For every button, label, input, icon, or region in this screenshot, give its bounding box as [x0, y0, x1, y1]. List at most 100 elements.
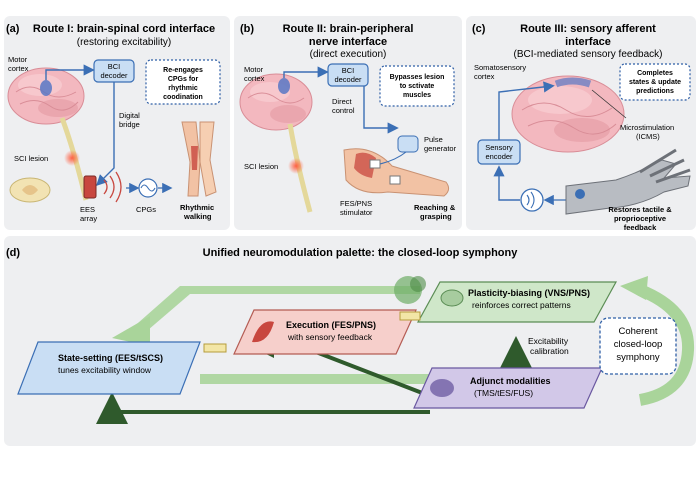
note-box-c [619, 63, 691, 101]
adjunct-title: Adjunct modalities [470, 376, 551, 386]
signal-wave-icon [103, 171, 122, 203]
label-motor-cortex-b: Motor [244, 65, 264, 74]
plasticity-subtitle: reinforces correct patterns [472, 300, 571, 310]
note-c-line-2: states & update [629, 79, 681, 86]
label-pulse-generator: Pulse [424, 135, 443, 144]
label-sci-lesion-a: SCI lesion [14, 154, 48, 163]
label-restores-3: feedback [624, 223, 657, 232]
digital-bridge-connector [96, 82, 115, 186]
label-reaching-2: grasping [420, 212, 452, 221]
label-cpgs: CPGs [136, 205, 156, 214]
brain-illustration-c [511, 75, 625, 153]
panel-d: (d) Unified neuromodulation palette: the… [4, 236, 696, 446]
label-excitability-calibration-2: calibration [530, 346, 569, 356]
note-a-line-3: rhythmic [168, 85, 198, 92]
label-pulse-generator-2: generator [424, 144, 457, 153]
somatosensory-highlight [554, 77, 592, 88]
panel-c-title: Route III: sensory afferent [520, 23, 656, 35]
panel-d-title: Unified neuromodulation palette: the clo… [203, 247, 519, 259]
note-b-line-2: to sctivate [400, 83, 435, 90]
panel-b-subtitle: (direct execution) [310, 49, 387, 60]
panel-c-title-2: interface [565, 36, 611, 48]
panel-a-subtitle: (restoring excitability) [77, 37, 171, 48]
panel-b-title-2: nerve interface [309, 36, 387, 48]
label-sci-lesion-b: SCI lesion [244, 162, 278, 171]
label-excitability-calibration: Excitability [528, 336, 569, 346]
adjunct-subtitle: (TMS/tES/FUS) [474, 388, 533, 398]
label-digital-bridge: Digital [119, 111, 140, 120]
symphony-line-3: symphony [616, 352, 660, 363]
tactile-sensor-dot [575, 189, 585, 199]
panel-c: (c) Route III: sensory afferent interfac… [466, 16, 696, 232]
label-icms-2: (ICMS) [636, 132, 660, 141]
panel-b-letter: (b) [240, 23, 254, 35]
execution-block [233, 309, 417, 355]
bci-decoder-label-a-2: decoder [100, 71, 128, 80]
note-box-a [145, 59, 221, 105]
label-direct-control-2: control [332, 106, 355, 115]
panel-a: (a) Route I: brain-spinal cord interface… [4, 16, 230, 230]
stimulator-electrode-2 [389, 175, 401, 185]
execution-subtitle: with sensory feedback [287, 332, 373, 342]
note-c-line-1: Completes [637, 70, 673, 77]
label-ees-a-2: array [80, 214, 97, 223]
motor-cortex-highlight [40, 80, 52, 96]
brain-icon [440, 289, 464, 307]
label-stimulator: FES/PNS [340, 199, 372, 208]
note-a-line-1: Re-engages [163, 67, 203, 74]
symphony-line-2: closed-loop [614, 339, 663, 350]
icms-pointer [591, 89, 627, 119]
label-restores-2: proprioceptive [614, 214, 666, 223]
state-setting-block [17, 341, 201, 395]
prosthetic-hand-illustration [565, 148, 691, 215]
connector-brain-to-decoder-b [283, 66, 329, 78]
panel-c-subtitle: (BCI-mediated sensory feedback) [514, 49, 663, 60]
panel-c-letter: (c) [472, 23, 486, 35]
bci-decoder-label-a: BCI [108, 62, 121, 71]
note-b-line-3: muscles [403, 92, 431, 99]
symphony-box [599, 317, 677, 375]
note-c-line-3: predictions [636, 88, 674, 95]
loop-arrow-right-head [620, 276, 648, 300]
label-motor-cortex-a-2: cortex [8, 64, 29, 73]
label-direct-control: Direct [332, 97, 353, 106]
brain-illustration-b [239, 73, 313, 131]
bci-decoder-box-b [327, 63, 369, 87]
execution-title: Execution (FES/PNS) [286, 320, 376, 330]
state-setting-subtitle: tunes excitability window [58, 365, 152, 375]
label-rhythmic-walking: Rhythmic [180, 203, 214, 212]
spinal-cross-section-illustration [9, 177, 51, 203]
label-icms: Microstimulation [620, 123, 674, 132]
note-box-b [379, 65, 455, 107]
connector-encoder-to-brain [498, 81, 555, 140]
direct-control-connector [363, 86, 399, 134]
connector-sensor-to-encoder [493, 165, 520, 201]
label-somatosensory: Somatosensory [474, 63, 526, 72]
sensor-signal-icon [520, 188, 544, 212]
ees-array-device [83, 175, 97, 199]
stimulation-coil-icon [430, 379, 454, 397]
stimulator-electrode-1 [369, 159, 381, 169]
link-state-execution [203, 343, 227, 353]
label-ees-a: EES [80, 205, 95, 214]
adjunct-to-state-arrow [96, 392, 430, 424]
bci-decoder-label-b-2: decoder [334, 75, 362, 84]
label-restores: Restores tactile & [608, 205, 672, 214]
muscle-icon [252, 321, 274, 343]
label-motor-cortex-a: Motor [8, 55, 28, 64]
plasticity-title: Plasticity-biasing (VNS/PNS) [468, 288, 590, 298]
bci-decoder-label-b: BCI [342, 66, 355, 75]
note-b-line-1: Bypasses lesion [390, 74, 445, 81]
label-somatosensory-2: cortex [474, 72, 495, 81]
symphony-line-1: Coherent [618, 326, 657, 337]
plasticity-biasing-block [416, 281, 618, 323]
sci-lesion-marker-b [288, 158, 304, 174]
label-digital-bridge-2: bridge [119, 120, 140, 129]
panel-a-title: Route I: brain-spinal cord interface [33, 23, 215, 35]
connector-brain-to-decoder-a [45, 64, 95, 80]
link-execution-plasticity [399, 311, 421, 321]
sensory-encoder-label: Sensory [485, 143, 513, 152]
loop-arrow-top-head [112, 316, 150, 346]
